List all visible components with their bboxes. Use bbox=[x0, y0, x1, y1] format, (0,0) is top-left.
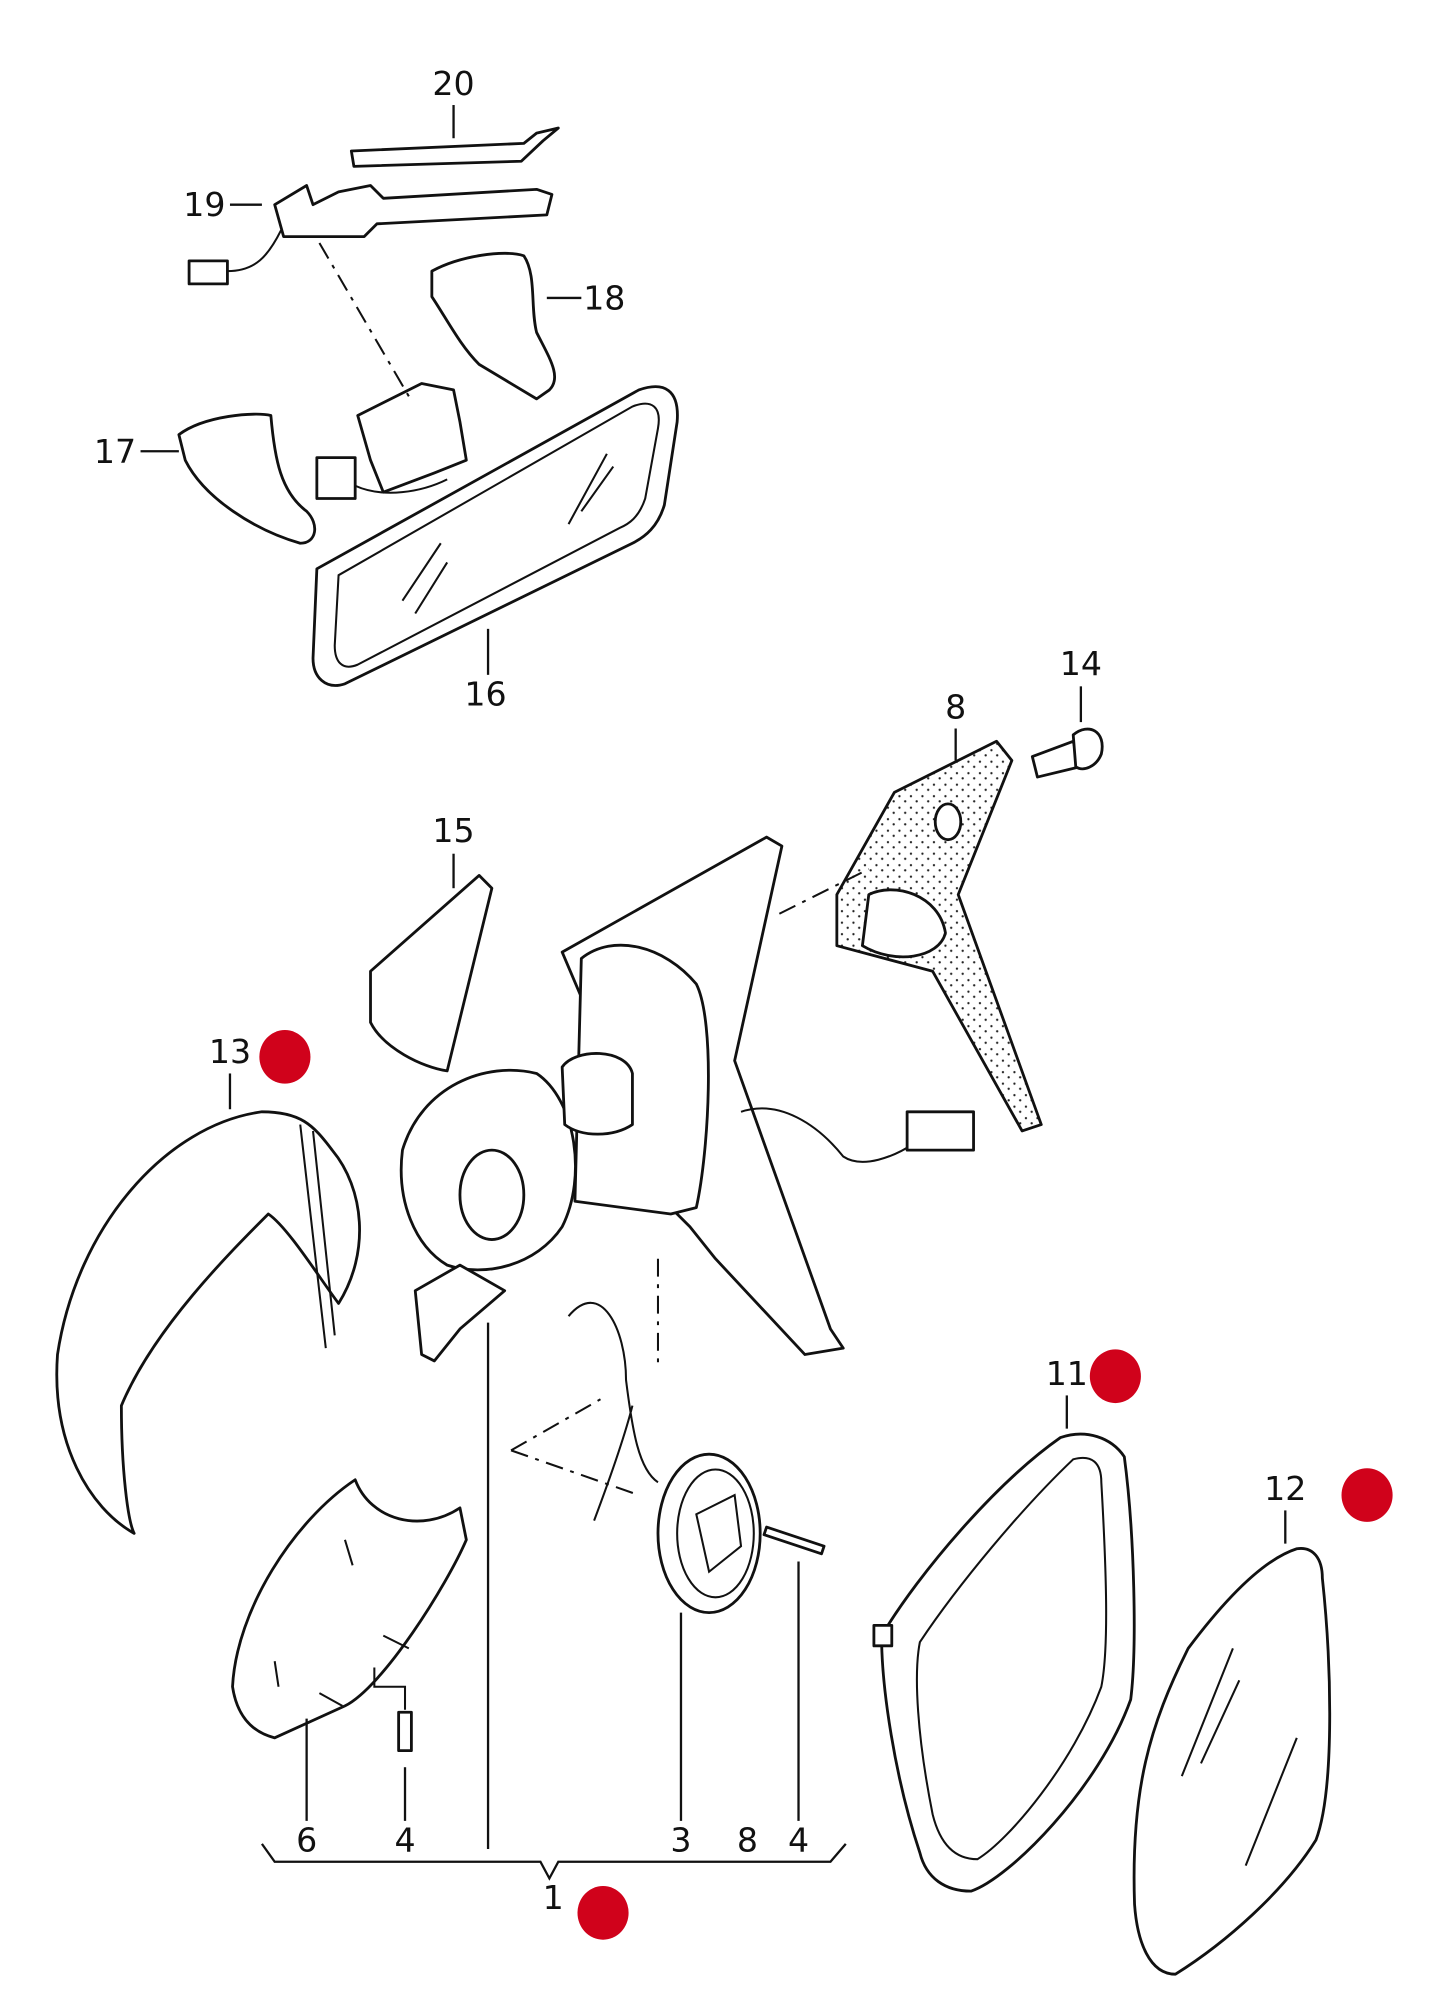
label-part-4-left[interactable]: 4 bbox=[394, 1821, 415, 1860]
part-16-interior-mirror[interactable] bbox=[311, 385, 679, 687]
label-part-1[interactable]: 1 bbox=[543, 1878, 564, 1917]
label-part-8-top[interactable]: 8 bbox=[945, 687, 966, 726]
highlight-dot-part-13[interactable] bbox=[259, 1030, 311, 1084]
part-4-screw-left[interactable] bbox=[373, 1667, 413, 1753]
part-8-gasket-plate[interactable] bbox=[835, 739, 1043, 1133]
label-part-13[interactable]: 13 bbox=[209, 1032, 251, 1071]
label-part-3[interactable]: 3 bbox=[670, 1821, 691, 1860]
highlight-dot-part-11[interactable] bbox=[1089, 1349, 1141, 1404]
label-part-18[interactable]: 18 bbox=[583, 278, 625, 317]
label-part-12[interactable]: 12 bbox=[1264, 1469, 1306, 1508]
label-part-6[interactable]: 6 bbox=[296, 1821, 317, 1860]
part-13-mirror-housing-cap[interactable] bbox=[55, 1110, 361, 1535]
mirror-mount-bracket bbox=[315, 382, 468, 500]
mirror-base-and-motor-assembly bbox=[399, 835, 975, 1363]
label-part-14[interactable]: 14 bbox=[1060, 644, 1102, 683]
label-part-17[interactable]: 17 bbox=[94, 432, 136, 471]
highlight-dot-part-12[interactable] bbox=[1341, 1468, 1393, 1522]
part-14-screw[interactable] bbox=[1030, 727, 1104, 779]
label-part-15[interactable]: 15 bbox=[432, 811, 474, 850]
part-11-mirror-glass-frame[interactable] bbox=[872, 1432, 1136, 1893]
part-3-adjustment-motor[interactable] bbox=[567, 1301, 762, 1615]
part-6-lower-cover[interactable] bbox=[231, 1478, 468, 1740]
part-19-sensor-module[interactable] bbox=[187, 184, 554, 286]
part-20-trim-strip[interactable] bbox=[349, 126, 560, 168]
part-12-mirror-glass[interactable] bbox=[1132, 1547, 1332, 1976]
label-part-8-bottom[interactable]: 8 bbox=[737, 1821, 758, 1860]
label-part-16[interactable]: 16 bbox=[464, 675, 506, 714]
highlight-dot-part-1[interactable] bbox=[577, 1886, 629, 1940]
label-part-4-right[interactable]: 4 bbox=[788, 1821, 809, 1860]
label-part-19[interactable]: 19 bbox=[183, 185, 225, 224]
part-4-screw-right[interactable] bbox=[762, 1525, 826, 1556]
part-18-housing-cover[interactable] bbox=[430, 251, 556, 401]
label-part-20[interactable]: 20 bbox=[432, 64, 474, 103]
part-17-mount-cover[interactable] bbox=[177, 412, 317, 545]
label-part-11[interactable]: 11 bbox=[1046, 1354, 1088, 1393]
leader-lines bbox=[140, 105, 1287, 1881]
part-15-triangle-cover[interactable] bbox=[369, 874, 494, 1073]
